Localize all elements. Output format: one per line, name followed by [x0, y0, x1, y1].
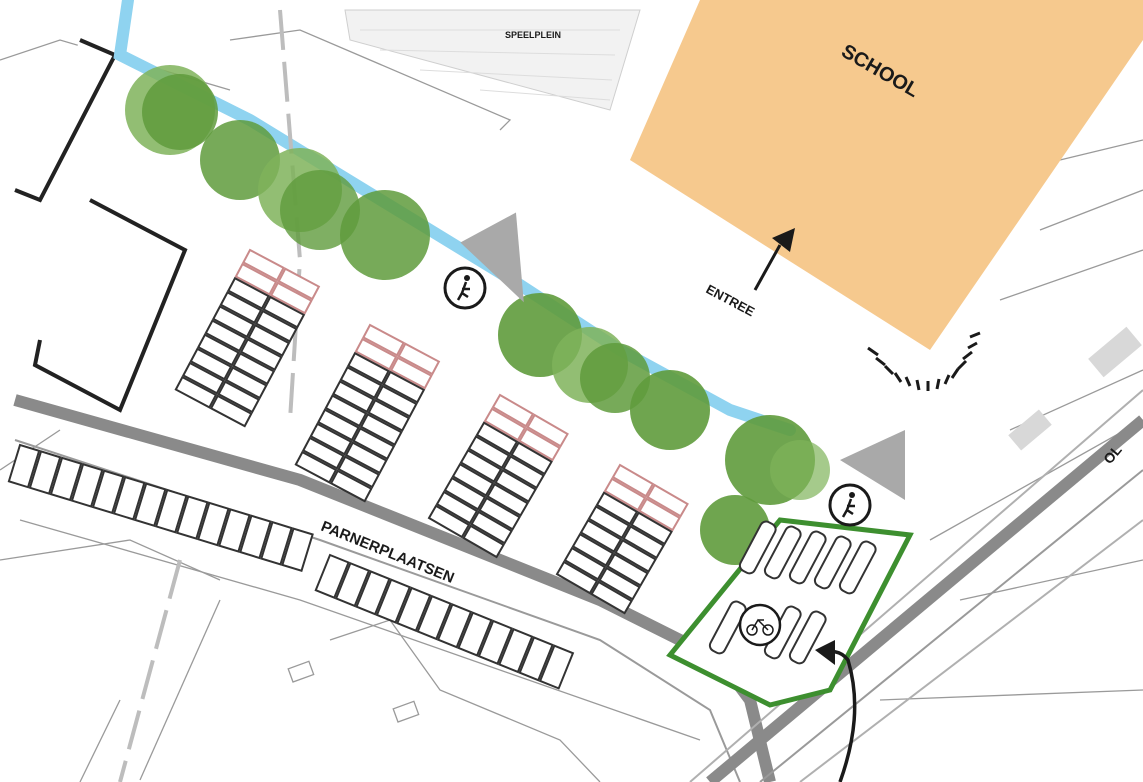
playground-area: SPEELPLEIN [344, 9, 641, 111]
entree-label: ENTREE [704, 281, 758, 319]
left-buildings [14, 38, 188, 413]
entrance-gate [867, 331, 981, 391]
parking-block-1 [174, 248, 321, 428]
direction-markers [460, 212, 905, 500]
approach-arrow-icon [815, 640, 857, 782]
tree-row [125, 65, 830, 565]
base-linework [0, 29, 1143, 782]
entrance-arrow-icon: ENTREE [704, 228, 795, 320]
parking-block-2 [294, 323, 441, 503]
street-parking-strip [7, 443, 575, 690]
main-road: OL [13, 326, 1143, 782]
school-building: SCHOOL [630, 0, 1143, 350]
pedestrian-icon [443, 266, 487, 310]
playground-label: SPEELPLEIN [505, 30, 561, 40]
bike-parking-area [666, 517, 914, 708]
parking-block-3 [427, 393, 569, 559]
pedestrian-icon [828, 483, 872, 527]
bicycle-icon [738, 603, 782, 647]
parking-block-4 [555, 463, 689, 615]
dashed-path [118, 9, 303, 782]
water-stream [113, 0, 796, 436]
